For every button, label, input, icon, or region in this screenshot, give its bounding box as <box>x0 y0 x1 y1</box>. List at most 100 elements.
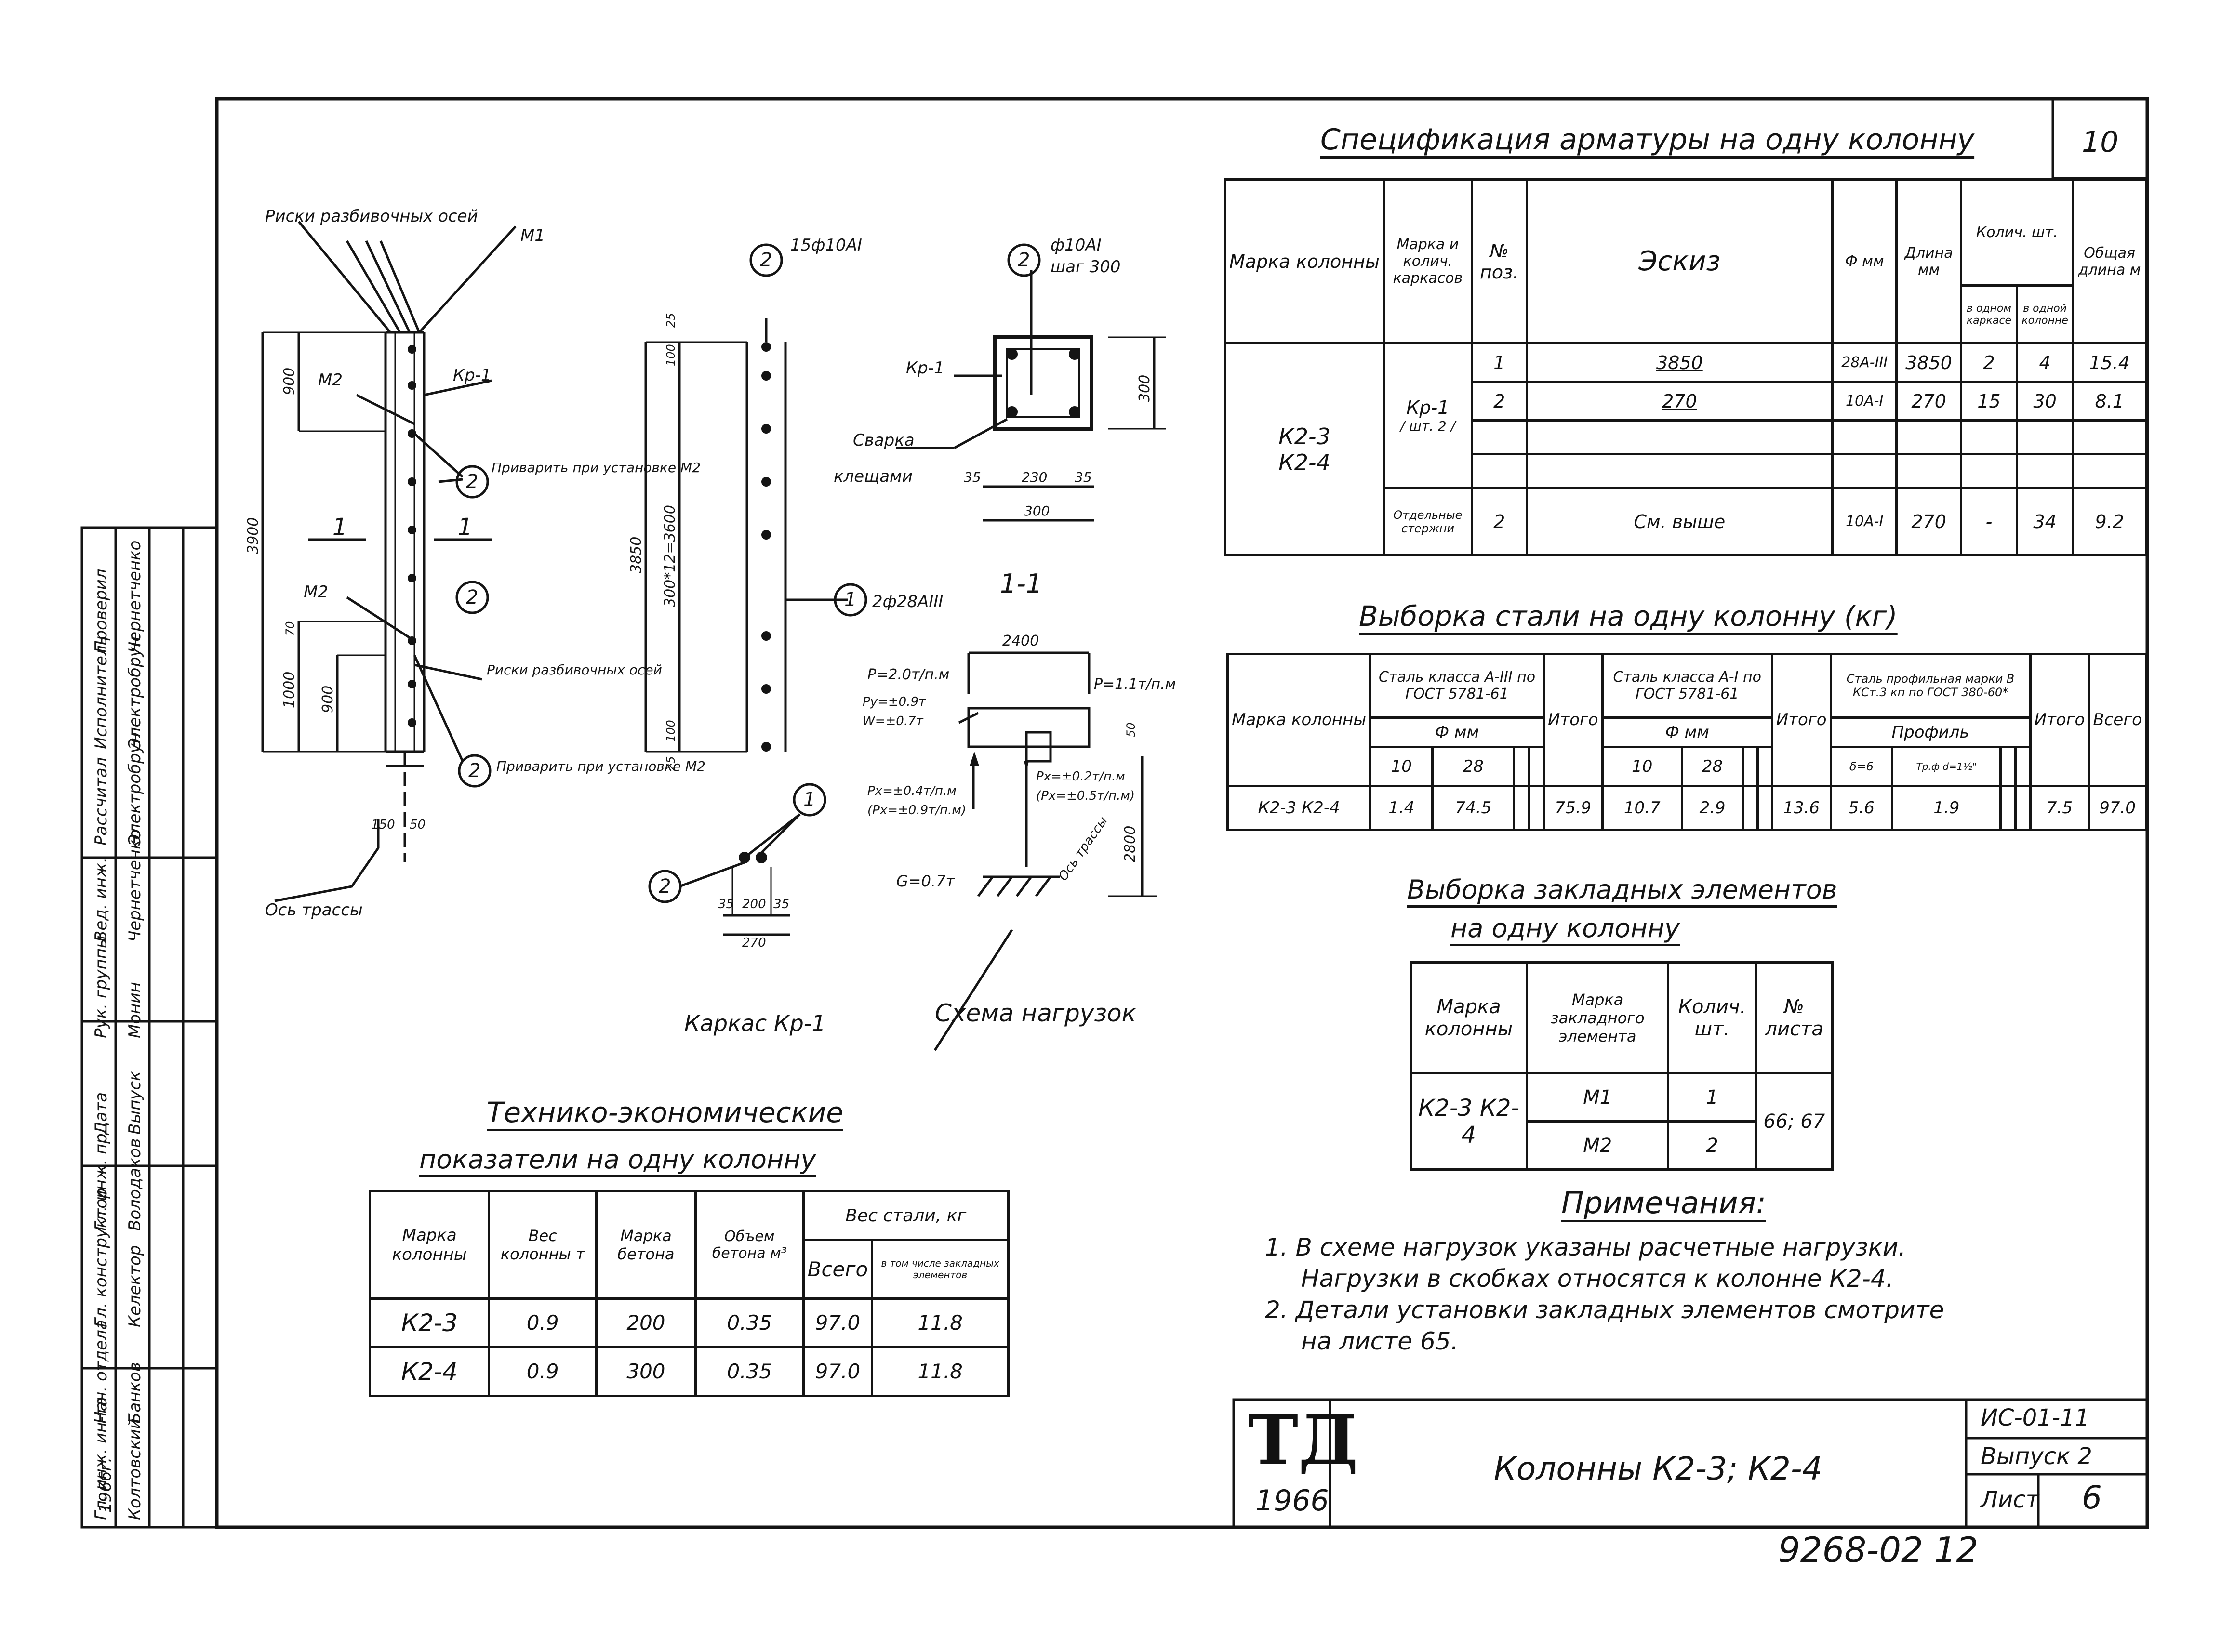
stamp-row: Проверил <box>92 568 111 653</box>
spec-cage: Кр-1/ шт. 2 / <box>1382 342 1473 489</box>
load-title: Схема нагрузок <box>935 999 1136 1027</box>
stamp-name: Банков <box>125 1362 145 1424</box>
load-py: Py=±0.9т <box>863 695 926 709</box>
stamp-row: Рук. группы <box>92 935 111 1038</box>
dim-35: 35 <box>718 897 734 912</box>
cell-value: 13.6 <box>1770 784 1832 832</box>
dim-150: 150 <box>371 818 395 832</box>
load-p2: P=1.1т/п.м <box>1094 676 1176 693</box>
cell-dia: 10А-I <box>1831 381 1898 422</box>
dim-35: 35 <box>964 469 981 485</box>
embedded-table: Марка колонны Марка закладного элемента … <box>1410 961 1834 1171</box>
balloon-1: 1 <box>844 589 856 611</box>
header-emb: в том числе закладных элементов <box>871 1239 1010 1300</box>
load-px1: Px=±0.4т/п.м <box>867 784 957 798</box>
dim-50: 50 <box>410 818 426 832</box>
cell-value: 97.0 <box>2088 784 2147 832</box>
header-sketch: Эскиз <box>1525 178 1834 344</box>
cell-len: 270 <box>1895 487 1962 556</box>
header-dia: Ф мм <box>1369 716 1545 748</box>
header-profile: Профиль <box>1829 716 2032 748</box>
stamp-row: Исполнитель <box>92 635 111 749</box>
dim-200: 200 <box>742 897 766 912</box>
header-pos: № поз. <box>1470 178 1528 344</box>
stamp-row: Гл. инж. пр. <box>92 1128 111 1231</box>
logo-year: 1966 <box>1255 1484 1329 1518</box>
spec-title: Спецификация арматуры на одну колонну <box>1320 123 1975 157</box>
label-risks2: Риски разбивочных осей <box>487 662 662 678</box>
steel-table: Марка колонны Сталь класса А-III по ГОСТ… <box>1226 653 2147 832</box>
label-15f10: 15ф10АI <box>790 236 862 255</box>
header-d: 28 <box>1431 745 1516 787</box>
cell-value: 75.9 <box>1542 784 1604 832</box>
balloon-2: 2 <box>466 586 478 608</box>
label-m2: М2 <box>304 582 328 602</box>
dim-50: 50 <box>1124 722 1138 737</box>
cell-dia: 10А-I <box>1831 487 1898 556</box>
cell-concrete: 200 <box>595 1297 697 1348</box>
label-m2: М2 <box>318 370 343 390</box>
stamp-date-year: 1966г. <box>96 1457 115 1513</box>
cell-value: 5.6 <box>1829 784 1894 832</box>
dim-100: 100 <box>664 344 678 366</box>
drawing-title: Колонны К2-3; К2-4 <box>1494 1450 1822 1487</box>
note-2: 2. Детали установки закладных элементов … <box>1265 1296 1944 1324</box>
dim-3600: 300*12=3600 <box>662 505 678 607</box>
note-2b: на листе 65. <box>1301 1327 1459 1355</box>
doc-code: ИС-01-11 <box>1981 1404 2090 1431</box>
cell-pos: 2 <box>1470 487 1528 556</box>
dim-230: 230 <box>1022 469 1047 485</box>
cell-value: 1.9 <box>1891 784 2002 832</box>
load-w: W=±0.7т <box>863 714 924 728</box>
dim-270: 270 <box>742 936 766 950</box>
balloon-2: 2 <box>1018 249 1030 271</box>
cell-q1: - <box>1960 487 2018 556</box>
header-qty-one: в одном каркасе <box>1960 284 2018 344</box>
dim-300: 300 <box>1136 375 1153 402</box>
dim-70: 70 <box>283 621 297 636</box>
header-sheet: № листа <box>1755 961 1834 1074</box>
sheet-label: Лист <box>1981 1486 2039 1513</box>
header-itogo: Итого <box>2029 653 2090 787</box>
cell-element: М2 <box>1525 1120 1670 1171</box>
stamp-name: Колтовский <box>125 1418 145 1520</box>
dim-3900: 3900 <box>245 517 262 554</box>
cell-element: М1 <box>1525 1072 1670 1123</box>
stamp-row: Вед. инж. <box>92 857 111 942</box>
dim-300: 300 <box>1024 503 1050 519</box>
label-weld2: клещами <box>834 467 913 486</box>
label-step: шаг 300 <box>1051 257 1121 277</box>
cell-marks: К2-3 К2-4 <box>1410 1072 1528 1171</box>
dim-25: 25 <box>664 313 678 328</box>
cell-volume: 0.35 <box>694 1297 805 1348</box>
cell-pos: 1 <box>1470 342 1528 383</box>
header-d: 28 <box>1680 745 1744 787</box>
cage-title: Каркас Кр-1 <box>684 1010 826 1036</box>
header-a1: Сталь класса А-I по ГОСТ 5781-61 <box>1601 653 1773 719</box>
cell-sep-bars: Отдельные стержни <box>1382 487 1473 556</box>
header-concrete: Марка бетона <box>595 1190 697 1300</box>
dim-2400: 2400 <box>1002 633 1039 649</box>
balloon-2: 2 <box>468 760 480 782</box>
cell-value: 7.5 <box>2029 784 2090 832</box>
header-all: Всего <box>802 1239 874 1300</box>
cell-sketch: 270 <box>1525 381 1834 422</box>
dim-35: 35 <box>773 897 789 912</box>
label-risks-axes: Риски разбивочных осей <box>265 207 478 226</box>
dim-2800: 2800 <box>1122 826 1139 862</box>
dim-100: 100 <box>664 720 678 742</box>
cell-qty: 1 <box>1667 1072 1757 1123</box>
cell-weight: 0.9 <box>488 1346 598 1398</box>
cell-value: 2.9 <box>1680 784 1744 832</box>
header-d: 10 <box>1601 745 1683 787</box>
stamp-name: Монин <box>125 982 145 1038</box>
stamp-name: Выпуск <box>125 1071 145 1135</box>
stamp-name: Электробрун <box>125 636 145 749</box>
load-px1b: (Px=±0.9т/п.м) <box>867 803 966 818</box>
header-mark: Марка колонны <box>1224 178 1385 344</box>
cell-mark: К2-3 К2-4 <box>1226 784 1372 832</box>
tech-table: Марка колонны Вес колонны т Марка бетона… <box>368 1189 1010 1398</box>
load-px2: Px=±0.2т/п.м <box>1036 769 1125 784</box>
header-dia: Ф мм <box>1601 716 1773 748</box>
stamp-row: Дата <box>92 1092 111 1135</box>
